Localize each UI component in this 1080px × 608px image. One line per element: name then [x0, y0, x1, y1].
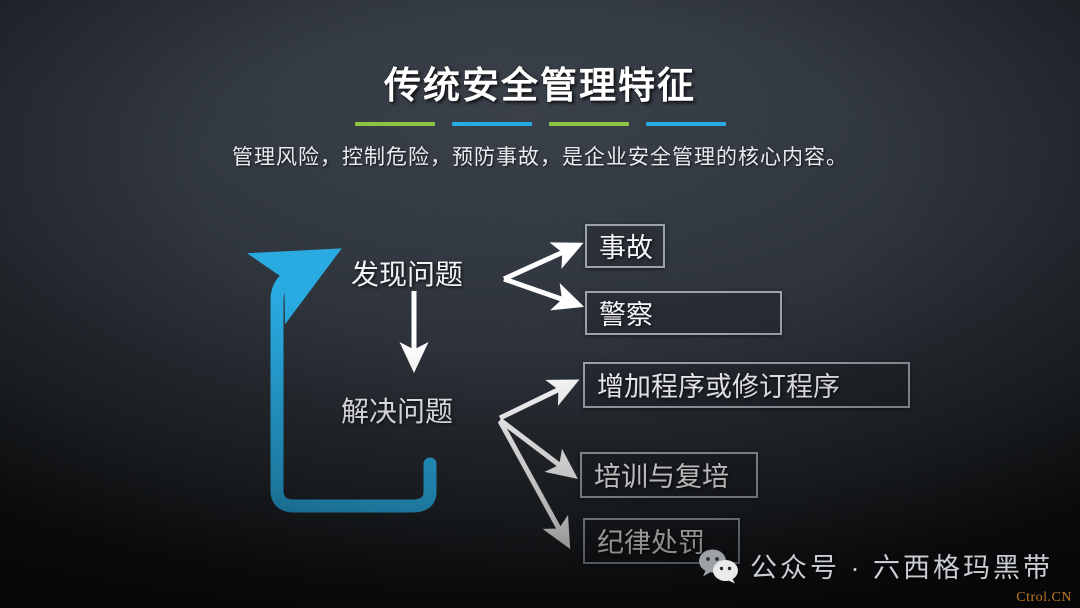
- wechat-icon: [699, 549, 738, 583]
- box-training-and-retraining[interactable]: 培训与复培: [580, 452, 758, 498]
- credit-label: Ctrol.CN: [1016, 590, 1072, 605]
- arrow-discover-to-accident: [502, 242, 584, 282]
- feedback-loop-path: [247, 248, 437, 513]
- node-solve-problem[interactable]: 解决问题: [341, 396, 454, 427]
- box-add-or-revise-procedure[interactable]: 增加程序或修订程序: [583, 362, 910, 408]
- arrow-solve-to-training: [498, 418, 578, 480]
- arrow-solve-to-penalty: [497, 419, 571, 550]
- watermark-text: 公众号 · 六西格玛黑带: [750, 553, 1053, 583]
- arrow-discover-to-police: [503, 276, 585, 311]
- box-accident[interactable]: 事故: [585, 224, 665, 268]
- box-police[interactable]: 警察: [585, 291, 782, 335]
- node-discover-problem[interactable]: 发现问题: [351, 259, 464, 290]
- arrow-solve-to-procedure: [498, 379, 580, 421]
- watermark: 公众号 · 六西格玛黑带: [698, 546, 1053, 585]
